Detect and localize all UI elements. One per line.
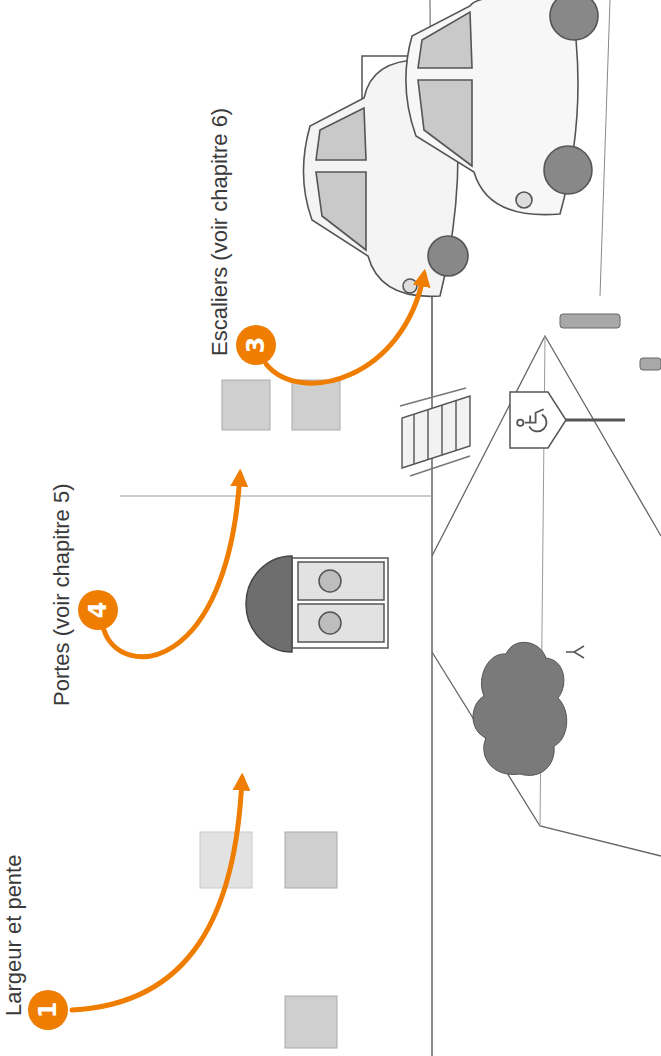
parking-line [600,0,610,296]
callout-text: 3 [244,337,268,354]
stairs [400,388,470,476]
door-window [319,570,341,592]
bollard [560,314,620,328]
leader-arrow [266,274,424,383]
windows [200,380,340,1048]
leader-arrows [72,274,424,1010]
accessibility-sign [510,392,566,448]
callout-text: 1 [36,1002,60,1019]
leader-arrow [72,778,242,1010]
callout-label: Largeur et pente [2,855,26,1016]
stair-flight [402,396,470,468]
door-window [319,612,341,634]
car-light [516,192,532,208]
entrance-doors [292,558,388,648]
canopy [246,556,292,652]
bollard [640,358,661,370]
facade-edge [120,496,432,497]
callout-text: 4 [86,602,110,619]
small-figure [566,646,584,658]
callout-number: 1 [28,990,68,1030]
callout-label: Portes (voir chapitre 5) [50,483,74,706]
leader-arrow [104,474,240,657]
car-light [403,279,417,293]
bush [473,642,567,775]
door-leaf [298,562,384,600]
callout-number: 4 [78,590,118,630]
car-windows [418,12,472,166]
car-wheel [544,146,592,194]
car-windows [316,108,366,250]
car [406,0,598,215]
building [120,296,432,1056]
window [222,380,270,430]
window [292,380,340,430]
window [285,996,337,1048]
sign-pole [560,419,625,422]
wheelchair-symbol [517,409,546,431]
door-frame [292,558,388,648]
window [285,832,337,888]
door-leaf [298,604,384,642]
callout-number: 3 [236,325,276,365]
callout-label: Escaliers (voir chapitre 6) [208,108,232,356]
stair-steps [414,401,456,464]
car-wheel [550,0,598,40]
stair-railing [400,388,470,476]
car-wheel [428,236,468,276]
